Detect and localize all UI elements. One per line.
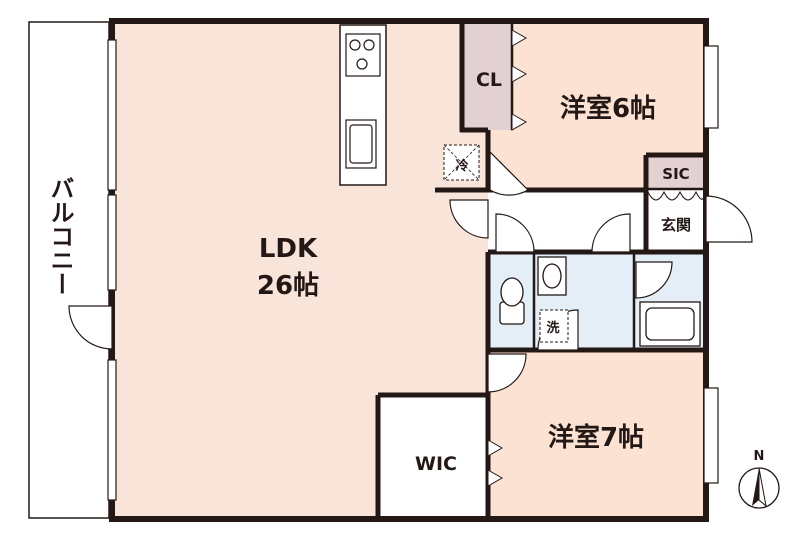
western-room-1-label: 洋室6帖 [560,93,656,124]
western-room-2-label: 洋室7帖 [548,422,644,453]
fridge-label: 冷 [455,158,468,174]
walk-in-closet-floor [378,395,488,518]
compass-north-label: N [754,449,765,464]
right-windows [703,45,719,484]
fridge-space [443,144,480,181]
toilet-fixture [499,277,525,325]
shoe-cabinet-doors [647,190,705,201]
walk-in-closet-label: WIC [415,453,457,475]
shoe-closet-floor [645,157,706,189]
closet-door-marks [487,29,528,487]
closet-floor [462,22,512,130]
balcony-area [28,21,110,519]
balcony-windows [107,39,117,501]
kitchen-counter [339,24,387,186]
ldk-size-label: 26帖 [257,271,319,301]
shoe-closet-label: SIC [662,165,689,183]
wash-basin [537,256,567,296]
entrance-label: 玄関 [661,216,691,234]
bathtub [639,301,701,347]
western-room-2-floor [488,351,706,518]
washer-space [539,309,569,343]
washer-label: 洗 [546,320,559,336]
balcony-label: バルコニー [46,176,74,296]
closet-label: CL [476,69,502,91]
ldk-name-label: LDK [259,234,318,264]
compass-icon [738,467,780,509]
